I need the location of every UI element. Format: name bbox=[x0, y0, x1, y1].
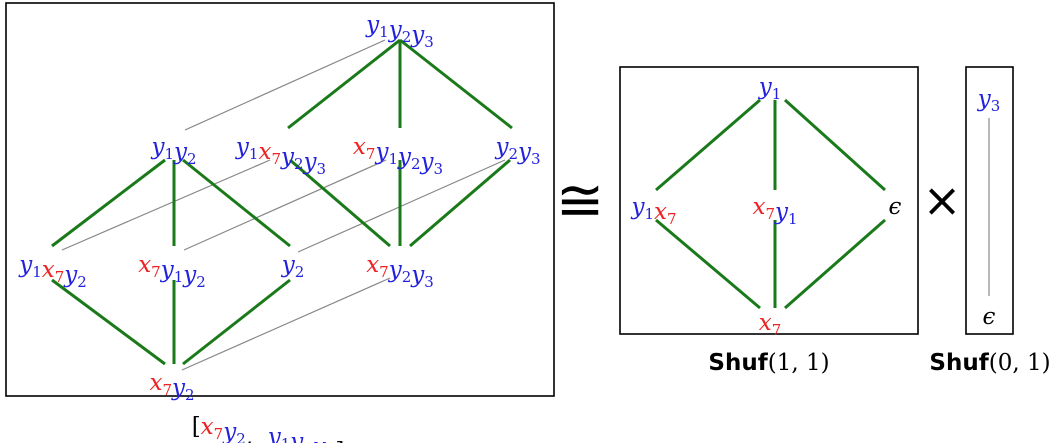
shuf01-args: (0, 1) bbox=[989, 350, 1051, 376]
hasse-edge-s_l-s_bot bbox=[655, 218, 761, 310]
lattice-node-m1: y1y2 bbox=[150, 134, 196, 168]
hasse-edge-top-m4 bbox=[399, 38, 513, 130]
hasse-edge-s_r-s_bot bbox=[784, 218, 886, 310]
shuf01-name: Shuf bbox=[929, 350, 989, 376]
shuf11-frame bbox=[619, 66, 919, 335]
hasse-edge-s_top-s_l bbox=[655, 98, 761, 192]
lattice-node-bot: x7y2 bbox=[149, 370, 194, 404]
lattice-node-m2: y1x7y2y3 bbox=[235, 134, 326, 178]
shuf11-name: Shuf bbox=[708, 350, 768, 376]
hasse-edge-s_top-s_r bbox=[783, 98, 887, 192]
shuf01-frame bbox=[965, 66, 1014, 335]
hasse-edge-l3-bot bbox=[182, 278, 291, 366]
shuf11-args: (1, 1) bbox=[768, 350, 830, 376]
congruence-symbol: ≅ bbox=[556, 166, 605, 234]
shuf11-node-s_top: y1 bbox=[758, 74, 782, 103]
times-symbol: × bbox=[923, 173, 962, 227]
shuf11-caption: Shuf(1, 1) bbox=[708, 350, 829, 376]
thin-edge-l4-bot bbox=[181, 277, 391, 371]
thin-edge-m3-l2 bbox=[183, 159, 387, 251]
hasse-edge-l1-bot bbox=[51, 278, 166, 366]
shuf11-node-s_l: y1x7 bbox=[630, 194, 676, 228]
shuf01-node-c_bot: ϵ bbox=[983, 304, 996, 330]
lattice-node-l3: y2 bbox=[281, 252, 305, 281]
hasse-edge-m4-l4 bbox=[409, 158, 511, 248]
lattice-node-l1: y1x7y2 bbox=[18, 252, 87, 291]
thin-edge-m2-l1 bbox=[61, 159, 271, 251]
thin-edge-top-m1 bbox=[184, 39, 386, 131]
shuf11-node-s_bot: x7 bbox=[759, 310, 782, 339]
lattice-node-top: y1y2y3 bbox=[365, 12, 434, 51]
hasse-edge-m2-l4 bbox=[289, 158, 391, 248]
lattice-node-l2: x7y1y2 bbox=[138, 252, 206, 291]
hasse-edge-m1-l1 bbox=[51, 158, 166, 248]
lattice-node-m4: y2y3 bbox=[494, 134, 540, 168]
hasse-edge-group bbox=[51, 38, 887, 366]
lattice-node-l4: x7y2y3 bbox=[366, 252, 434, 291]
shuf01-node-c_top: y3 bbox=[977, 86, 1001, 115]
thin-edge-group bbox=[61, 39, 990, 371]
shuf01-caption: Shuf(0, 1) bbox=[929, 350, 1050, 376]
shuf11-node-s_r: ϵ bbox=[889, 194, 902, 220]
shuf11-node-s_m: x7y1 bbox=[752, 194, 797, 228]
lattice-frame bbox=[5, 2, 555, 397]
hasse-edge-m1-l3 bbox=[182, 158, 291, 248]
lattice-caption: [x7y2, y1y2y3] bbox=[192, 414, 345, 443]
lattice-node-m3: x7y1y2y3 bbox=[353, 134, 443, 178]
hasse-edge-top-m2 bbox=[287, 38, 401, 130]
